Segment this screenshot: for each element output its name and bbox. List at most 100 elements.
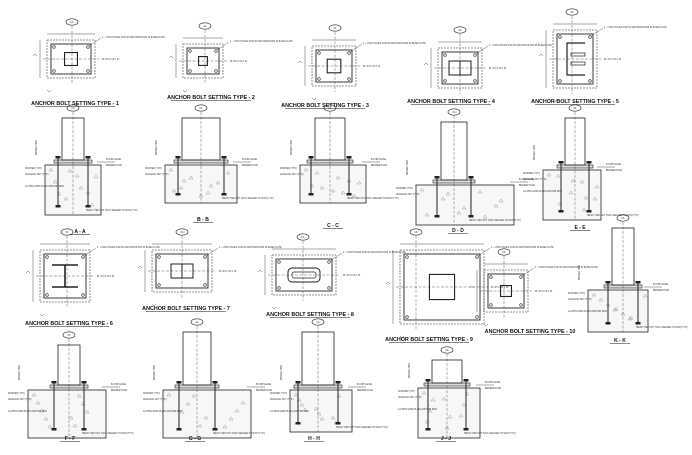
anchor-hole (327, 286, 331, 290)
concrete-hatch (340, 190, 346, 195)
washer-callout: WASHER (TYP.) (398, 390, 415, 393)
plan-note: 4 - 1 5/16 HOLES FOR 3/4 ANCHOR RODS IN … (230, 40, 293, 43)
concrete-pier (289, 389, 353, 433)
projection-callout: PROJECTION (281, 365, 283, 380)
anchor-hole (327, 260, 331, 264)
concrete-hatch (493, 203, 499, 208)
concrete-hatch (225, 170, 231, 175)
nut-callout: LEVELING NUT (TYP.) (398, 397, 422, 399)
base-plate (441, 51, 479, 85)
level-callout: B.O.BP LEVEL (519, 179, 535, 181)
plan-title: ANCHOR BOLT SETTING TYPE - 8 (266, 312, 354, 318)
section-cut-marker (257, 269, 263, 273)
anchor-nut (335, 381, 341, 384)
plate-size: PL 3/4 X 16 X 16 (343, 275, 361, 277)
concrete-hatch (198, 193, 204, 198)
concrete-hatch (498, 198, 504, 203)
section-cut-marker (483, 323, 489, 327)
grid-bubble (194, 104, 208, 112)
washer-callout: WASHER (TYP.) (270, 392, 287, 395)
leader-line (477, 247, 491, 257)
concrete-hatch (570, 178, 576, 183)
concrete-hatch (427, 408, 433, 413)
grout-callout: BEDDER PLAN (106, 164, 123, 167)
concrete-hatch (591, 292, 597, 297)
grid-bubble (328, 24, 342, 32)
pier-outline (46, 39, 96, 79)
anchor-hole (214, 49, 218, 53)
anchor-nut (51, 381, 57, 384)
hex-nut-callout: HEAVY HEX NUT TACK WELDED TO ROD (TYP.) (469, 219, 521, 222)
grout-callout: BEDDER PLAN (111, 389, 128, 392)
column-section (326, 58, 342, 74)
anchor-hole (188, 49, 192, 53)
rod-callout: A-F1554 GR36 PLAIN ANCHOR ROD (523, 190, 562, 193)
section-cut-marker (271, 306, 277, 310)
projection-callout: PROJECTION (156, 140, 158, 155)
concrete-hatch (191, 393, 197, 398)
anchor-hole (473, 79, 477, 83)
plan-note: 4 - 1 5/16 HOLES FOR 3/4 ANCHOR RODS IN … (535, 266, 598, 269)
grid-bubble (616, 214, 630, 222)
grid-bubble-label: C/L (301, 237, 305, 239)
anchor-hole (86, 69, 90, 73)
concrete-pier (162, 389, 252, 439)
plan-view-type-5: C/L4 - 1 5/16 HOLES FOR 3/4 ANCHOR RODS … (531, 8, 667, 105)
base-plate (403, 253, 481, 321)
concrete-hatch (330, 415, 336, 420)
grid-bubble-label: C/L (70, 22, 74, 24)
grid-bubble (568, 104, 582, 112)
section-title: G - G (189, 436, 201, 442)
anchor-hole (475, 255, 479, 259)
section-cut-marker (151, 303, 157, 307)
anchor-hole (588, 35, 592, 39)
concrete-hatch (222, 424, 228, 429)
anchor-nut (346, 156, 352, 159)
column-section (428, 273, 456, 301)
concrete-hatch (592, 196, 598, 201)
concrete-hatch (568, 190, 574, 195)
projection-callout: PROJECTION (407, 160, 409, 175)
plan-view-type-4: C/L4 - 1 5/16 HOLES FOR 3/4 ANCHOR RODS … (407, 26, 552, 105)
grid-bubble (62, 331, 76, 339)
nut-callout: LEVELING NUT (TYP.) (145, 174, 169, 176)
concrete-hatch (330, 188, 336, 193)
grid-bubble-label: C/L (180, 232, 184, 234)
anchor-hole (81, 293, 85, 297)
grid-bubble (65, 18, 79, 26)
section-views: C/L B.O.BP LEVEL BEDDER PLAN WASHER (TYP.) L… (8, 104, 688, 442)
concrete-hatch (43, 416, 49, 421)
concrete-hatch (299, 402, 305, 407)
concrete-hatch (178, 185, 184, 190)
concrete-hatch (461, 402, 467, 407)
base-plate (275, 258, 333, 292)
concrete-hatch (579, 179, 585, 184)
leader-line (216, 41, 230, 51)
concrete-hatch (188, 175, 194, 180)
heavy-hex-nut (55, 205, 61, 208)
anchor-hole (157, 255, 161, 259)
concrete-hatch (208, 183, 214, 188)
anchor-hole (277, 260, 281, 264)
pier-outline (271, 254, 337, 296)
washer-callout: WASHER (TYP.) (523, 172, 540, 175)
section-cut-marker (25, 270, 31, 274)
anchor-hole (347, 51, 351, 55)
grout-callout: BEDDER PLAN (371, 164, 388, 167)
concrete-hatch (319, 416, 325, 421)
grid-bubble (60, 228, 74, 236)
column-section (52, 264, 78, 288)
grid-bubble (323, 104, 337, 112)
washer-callout: WASHER (TYP.) (143, 392, 160, 395)
leader-line (590, 27, 604, 37)
concrete-hatch (302, 407, 308, 412)
level-callout: B.O.BP LEVEL (371, 159, 387, 161)
concrete-hatch (78, 185, 84, 190)
grid-bubble-label: C/L (502, 252, 506, 254)
rod-callout: A-F1554 GR36 PLAIN ANCHOR ROD (143, 410, 182, 413)
column-section (287, 267, 321, 283)
anchor-hole (317, 51, 321, 55)
section-title: E - E (574, 225, 586, 231)
